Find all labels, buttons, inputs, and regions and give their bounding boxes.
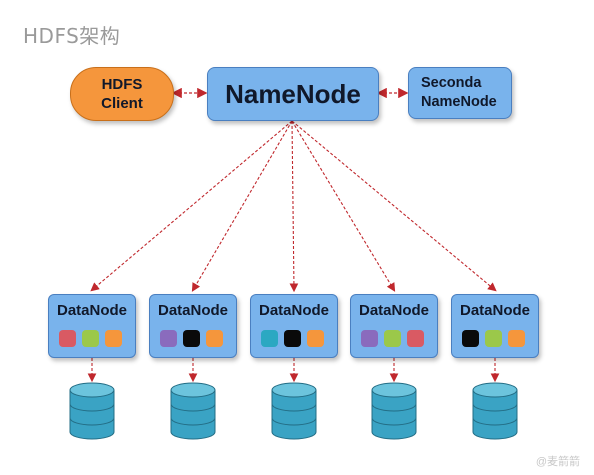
namenode-datanode-arrow bbox=[291, 120, 396, 292]
namenode-box: NameNode bbox=[207, 67, 379, 121]
data-block bbox=[462, 330, 479, 347]
disk-icon bbox=[170, 382, 216, 440]
datanode-label: DataNode bbox=[459, 302, 530, 319]
data-block bbox=[307, 330, 324, 347]
data-block bbox=[206, 330, 223, 347]
datanode-label: DataNode bbox=[358, 302, 429, 319]
disk-icon bbox=[69, 382, 115, 440]
namenode-datanode-arrow bbox=[291, 120, 497, 292]
datanode-box: DataNode bbox=[350, 294, 438, 358]
data-block bbox=[261, 330, 278, 347]
secondary-label-line2: NameNode bbox=[421, 94, 497, 110]
watermark: @麦箭箭 bbox=[535, 456, 580, 468]
hdfs-client-node: HDFS Client bbox=[70, 67, 174, 121]
secondary-label-line1: Seconda bbox=[421, 75, 482, 91]
datanode-box: DataNode bbox=[48, 294, 136, 358]
datanode-box: DataNode bbox=[250, 294, 338, 358]
data-block bbox=[407, 330, 424, 347]
disk-icon bbox=[271, 382, 317, 440]
data-block bbox=[105, 330, 122, 347]
client-label-line1: HDFS bbox=[101, 76, 143, 93]
data-block bbox=[59, 330, 76, 347]
client-label-line2: Client bbox=[101, 95, 143, 112]
data-block bbox=[183, 330, 200, 347]
data-block bbox=[284, 330, 301, 347]
datanode-label: DataNode bbox=[157, 302, 228, 319]
data-block bbox=[361, 330, 378, 347]
namenode-datanode-arrow bbox=[191, 120, 293, 292]
data-block bbox=[82, 330, 99, 347]
disk-icon bbox=[371, 382, 417, 440]
datanode-label: DataNode bbox=[258, 302, 329, 319]
datanode-label: DataNode bbox=[56, 302, 127, 319]
namenode-datanode-arrow bbox=[289, 120, 299, 293]
data-block bbox=[485, 330, 502, 347]
diagram-title: HDFS架构 bbox=[23, 24, 121, 48]
datanode-box: DataNode bbox=[451, 294, 539, 358]
secondary-namenode-box: Seconda NameNode bbox=[408, 67, 512, 119]
namenode-datanode-arrow bbox=[90, 120, 293, 292]
datanode-box: DataNode bbox=[149, 294, 237, 358]
data-block bbox=[384, 330, 401, 347]
data-block bbox=[508, 330, 525, 347]
disk-icon bbox=[472, 382, 518, 440]
data-block bbox=[160, 330, 177, 347]
